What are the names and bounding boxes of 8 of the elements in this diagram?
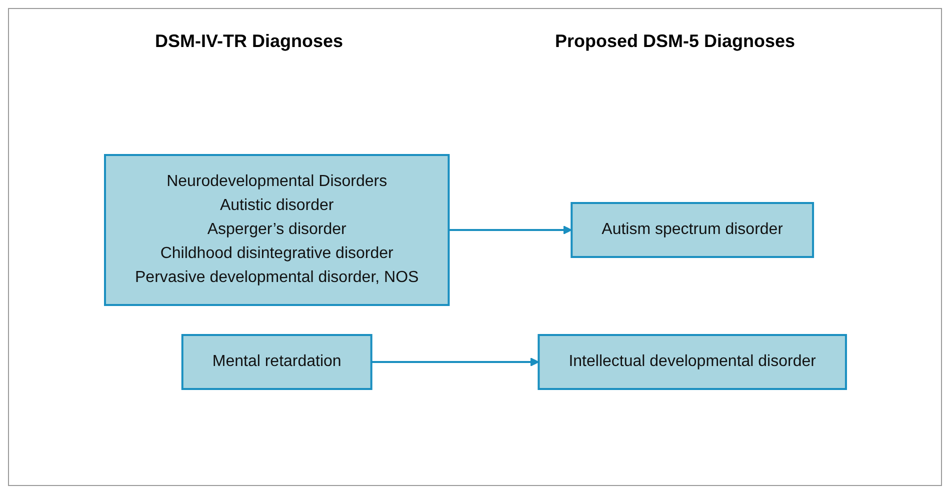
node-box: Neurodevelopmental Disorders Autistic disorder Asperger’s disorder Childhood disintegrative disorder Pervasive developmental disorder, NOS bbox=[104, 154, 450, 306]
node-box: Intellectual developmental disorder bbox=[537, 334, 846, 390]
column-heading: Proposed DSM-5 Diagnoses bbox=[554, 31, 795, 52]
arrow bbox=[370, 358, 539, 366]
node-box: Mental retardation bbox=[180, 334, 372, 390]
node-box: Autism spectrum disorder bbox=[570, 202, 814, 258]
column-heading: DSM-IV-TR Diagnoses bbox=[154, 31, 343, 52]
arrow bbox=[448, 226, 572, 234]
